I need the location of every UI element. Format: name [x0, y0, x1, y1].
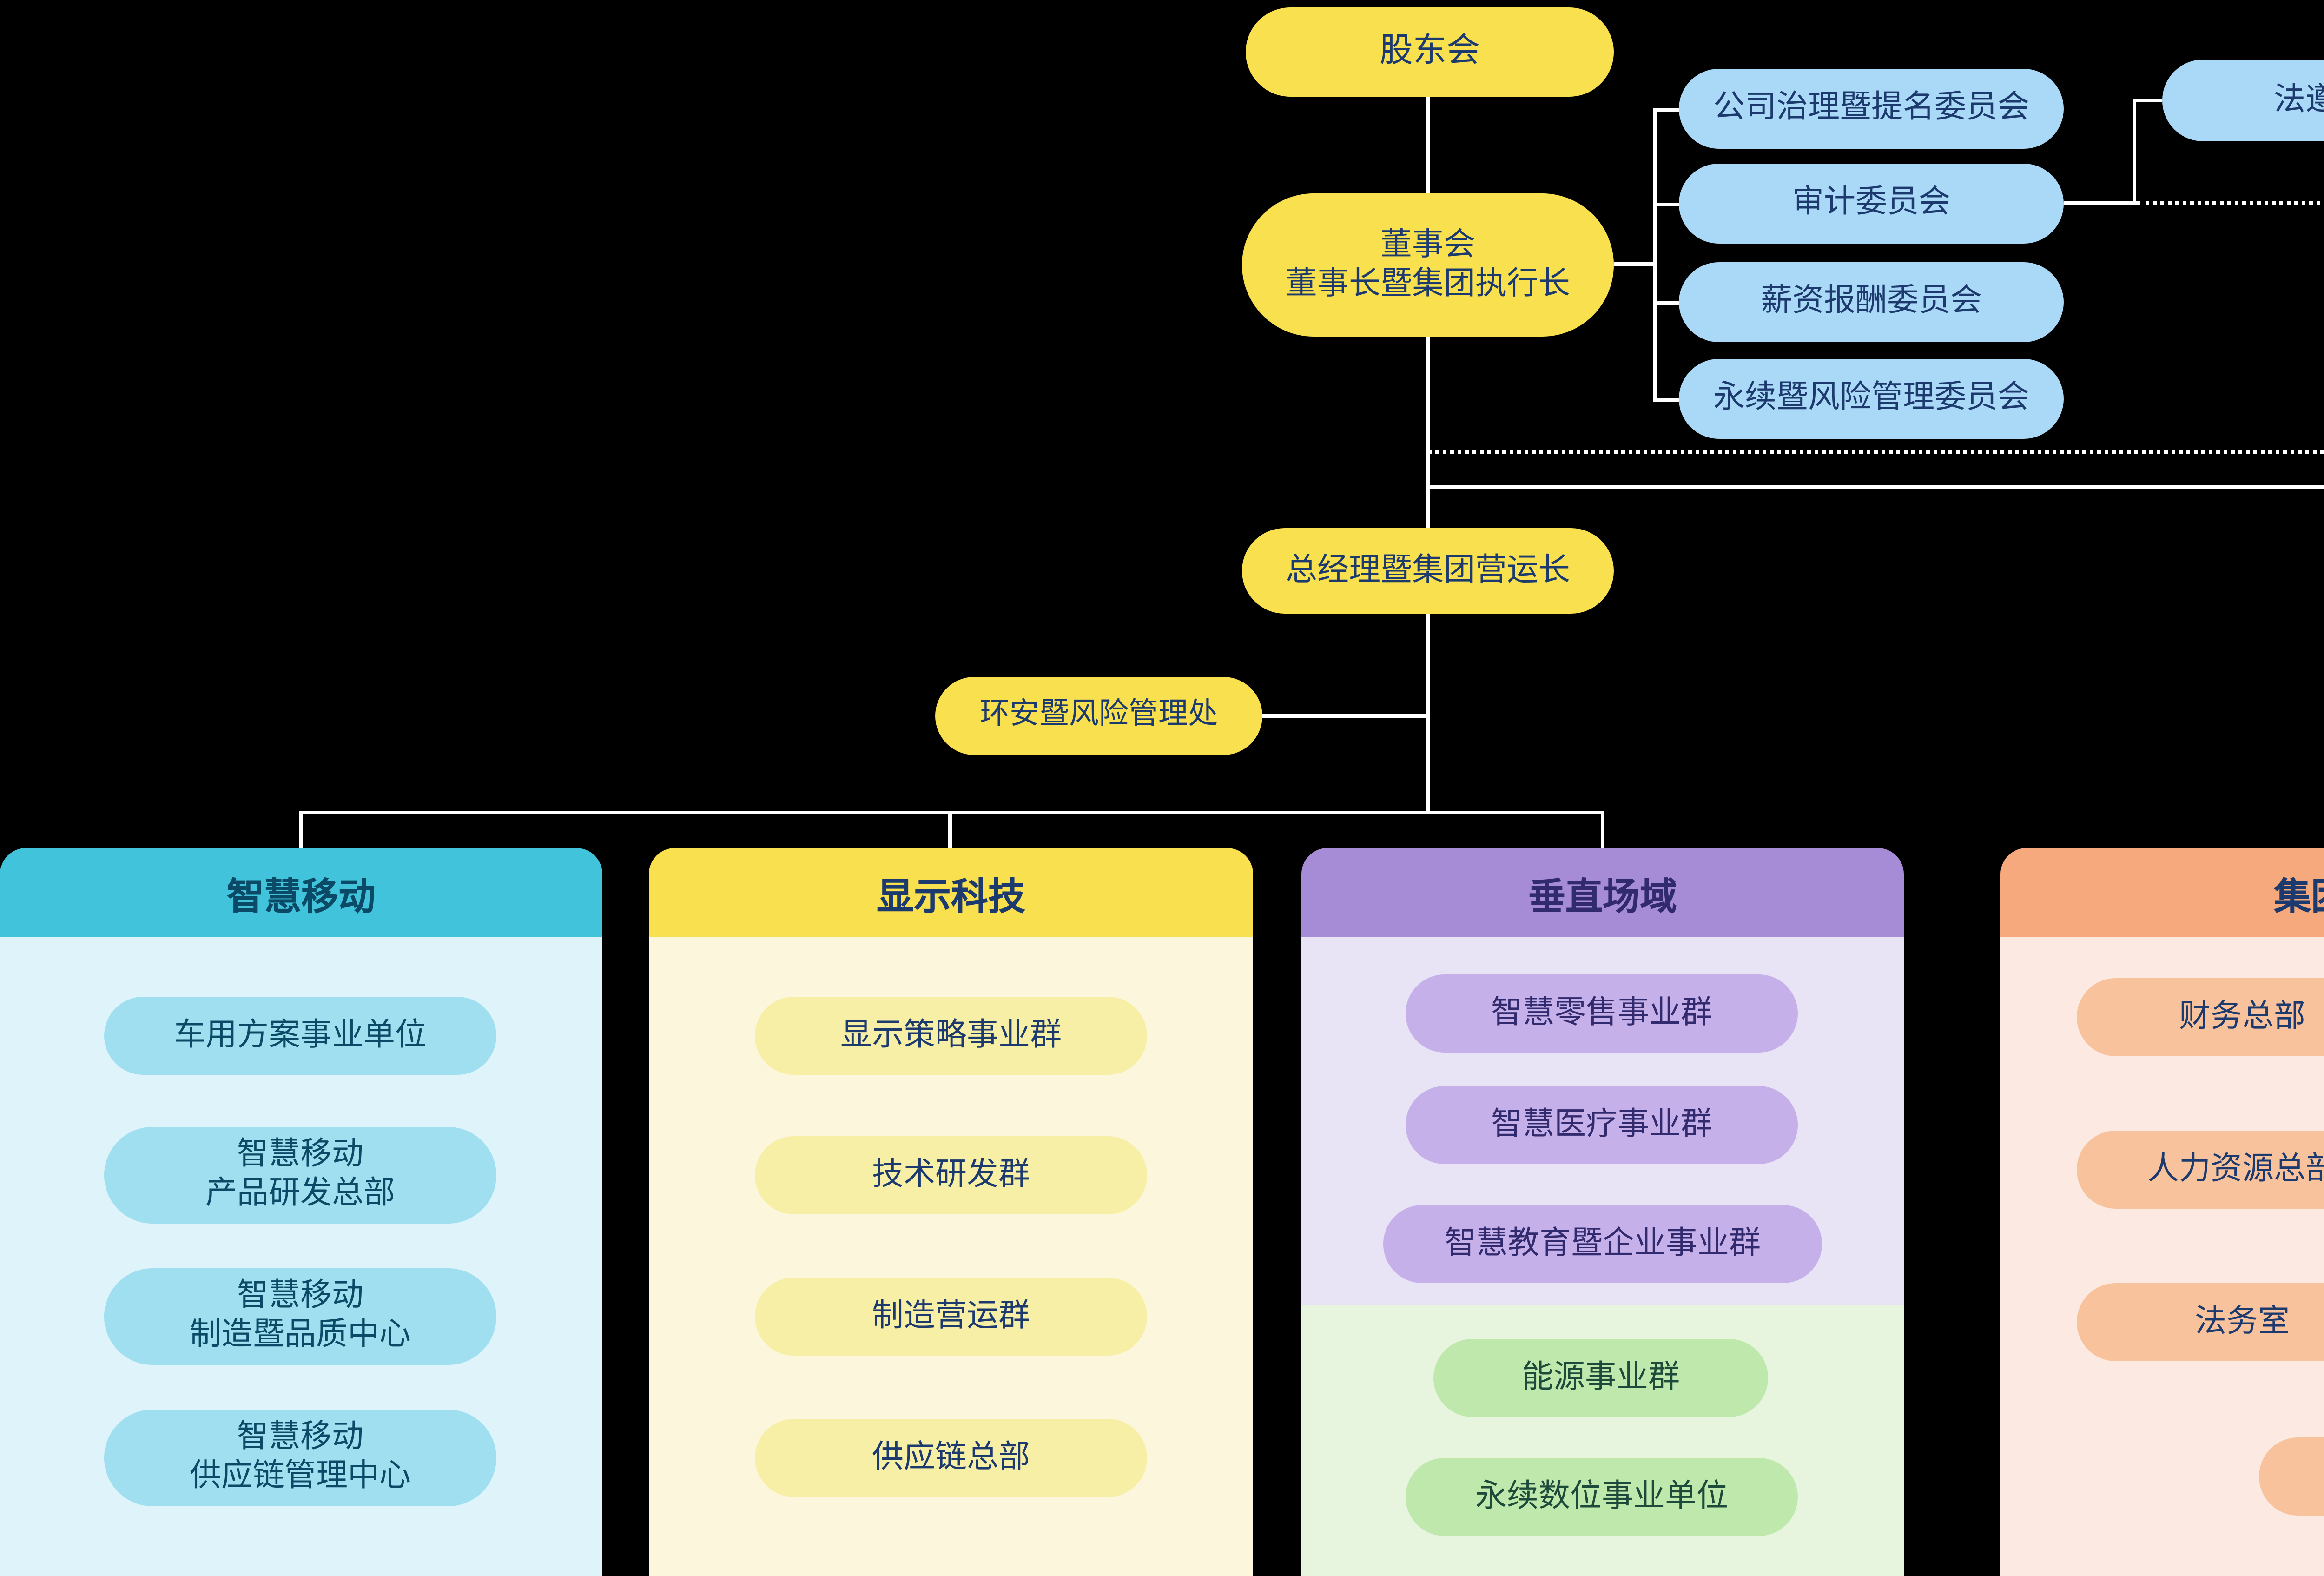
- division-header-vertical-domains: 垂直场域: [1301, 848, 1904, 937]
- label: 审计委员会: [1792, 184, 1950, 220]
- label: 薪资报酬委员会: [1761, 283, 1982, 318]
- node-mfg-operations-group: 制造营运群: [755, 1278, 1147, 1356]
- label: 总经理暨集团营运长: [1286, 551, 1570, 587]
- label: 显示科技: [877, 877, 1025, 918]
- node-automotive-solutions-bu: 车用方案事业单位: [104, 997, 496, 1075]
- dotted-audit-right: [2136, 201, 2324, 205]
- node-shareholders-meeting: 股东会: [1246, 7, 1614, 97]
- label: 永续暨风险管理委员会: [1713, 379, 2029, 415]
- connector-committees-spine: [1653, 108, 1657, 402]
- label: 集团营运支援单位: [2274, 877, 2324, 918]
- label: 公司治理暨提名委员会: [1713, 89, 2029, 125]
- label: 制造暨品质中心: [190, 1317, 411, 1352]
- label: 智慧医疗事业群: [1491, 1106, 1712, 1141]
- node-smart-medical-bg: 智慧医疗事业群: [1406, 1086, 1798, 1164]
- label: 智慧移动: [237, 1419, 363, 1455]
- label: 董事会: [1380, 226, 1475, 262]
- node-chief-compliance-counsel: 法遵总顾问: [2162, 60, 2324, 141]
- label: 智慧零售事业群: [1491, 994, 1712, 1030]
- connector-coo-divisions: [1426, 614, 1430, 814]
- connector-audit-compliance-h: [2064, 201, 2136, 205]
- label: 财务总部: [2179, 998, 2305, 1033]
- node-energy-bg: 能源事业群: [1433, 1339, 1768, 1417]
- label: 供应链管理中心: [190, 1458, 411, 1493]
- label: 智慧教育暨企业事业群: [1445, 1225, 1761, 1260]
- node-display-strategy-bg: 显示策略事业群: [755, 997, 1147, 1075]
- node-smart-education-enterprise-bg: 智慧教育暨企业事业群: [1383, 1205, 1822, 1283]
- label: 环安暨风险管理处: [979, 699, 1218, 731]
- node-board-of-directors: 董事会 董事长暨集团执行长: [1242, 193, 1614, 337]
- label: 人力资源总部: [2147, 1150, 2324, 1186]
- node-audit-management-office: 稽核管理处: [2259, 1437, 2324, 1516]
- connector-committee-1-stub: [1653, 108, 1683, 112]
- label: 智慧移动: [237, 1137, 363, 1172]
- label: 智慧移动: [237, 1278, 363, 1314]
- node-mobility-mfg-quality-center: 智慧移动 制造暨品质中心: [104, 1268, 496, 1365]
- label: 垂直场域: [1528, 877, 1677, 918]
- connector-display-stub: [948, 811, 952, 848]
- node-president-coo: 总经理暨集团营运长: [1242, 528, 1614, 614]
- connector-compliance-stub: [2133, 99, 2162, 102]
- label: 股东会: [1380, 32, 1480, 69]
- label: 显示策略事业群: [840, 1016, 1062, 1052]
- node-ehs-risk-office: 环安暨风险管理处: [935, 677, 1262, 755]
- dotted-compliance-to-mainline: [1428, 450, 2324, 454]
- division-header-display-tech: 显示科技: [649, 848, 1253, 937]
- connector-committee-3-stub: [1653, 301, 1683, 305]
- connector-audit-compliance-v: [2133, 99, 2136, 205]
- label: 永续数位事业单位: [1475, 1477, 1728, 1513]
- division-header-group-support: 集团营运支援单位: [2000, 848, 2324, 937]
- node-smart-retail-bg: 智慧零售事业群: [1406, 974, 1798, 1053]
- label: 制造营运群: [872, 1297, 1030, 1333]
- label: 车用方案事业单位: [174, 1016, 427, 1052]
- connector-vertical-stub: [1601, 811, 1604, 848]
- node-mobility-supply-chain-center: 智慧移动 供应链管理中心: [104, 1410, 496, 1506]
- connector-committee-2-stub: [1653, 203, 1683, 206]
- node-sustainable-digital-bu: 永续数位事业单位: [1406, 1458, 1798, 1536]
- connector-divisions-h: [299, 811, 1604, 814]
- node-hr-hq: 人力资源总部: [2077, 1131, 2324, 1209]
- node-legal-office: 法务室: [2077, 1283, 2324, 1361]
- connector-ehs: [1262, 714, 1428, 718]
- node-governance-nomination-committee: 公司治理暨提名委员会: [1679, 69, 2064, 149]
- label: 法遵总顾问: [2274, 81, 2324, 117]
- connector-mobility-stub: [299, 811, 303, 848]
- node-tech-rd-group: 技术研发群: [755, 1136, 1147, 1214]
- connector-committee-4-stub: [1653, 398, 1683, 402]
- node-mobility-product-rd-hq: 智慧移动 产品研发总部: [104, 1127, 496, 1224]
- label: 智慧移动: [227, 877, 376, 918]
- label: 董事长暨集团执行长: [1286, 265, 1570, 300]
- node-compensation-committee: 薪资报酬委员会: [1679, 262, 2064, 342]
- label: 供应链总部: [872, 1438, 1030, 1474]
- label: 产品研发总部: [205, 1175, 395, 1211]
- node-finance-hq: 财务总部: [2077, 978, 2324, 1056]
- node-sustainability-risk-committee: 永续暨风险管理委员会: [1679, 359, 2064, 439]
- node-supply-chain-hq: 供应链总部: [755, 1419, 1147, 1497]
- connector-board-committees-stub: [1614, 262, 1657, 266]
- node-audit-committee: 审计委员会: [1679, 164, 2064, 244]
- division-header-smart-mobility: 智慧移动: [0, 848, 602, 937]
- label: 技术研发群: [872, 1156, 1030, 1192]
- label: 能源事业群: [1522, 1358, 1680, 1394]
- connector-support-branch-h: [1426, 485, 2324, 489]
- label: 法务室: [2195, 1303, 2290, 1338]
- connector-board-coo: [1426, 335, 1430, 530]
- connector-shareholders-board: [1426, 97, 1430, 195]
